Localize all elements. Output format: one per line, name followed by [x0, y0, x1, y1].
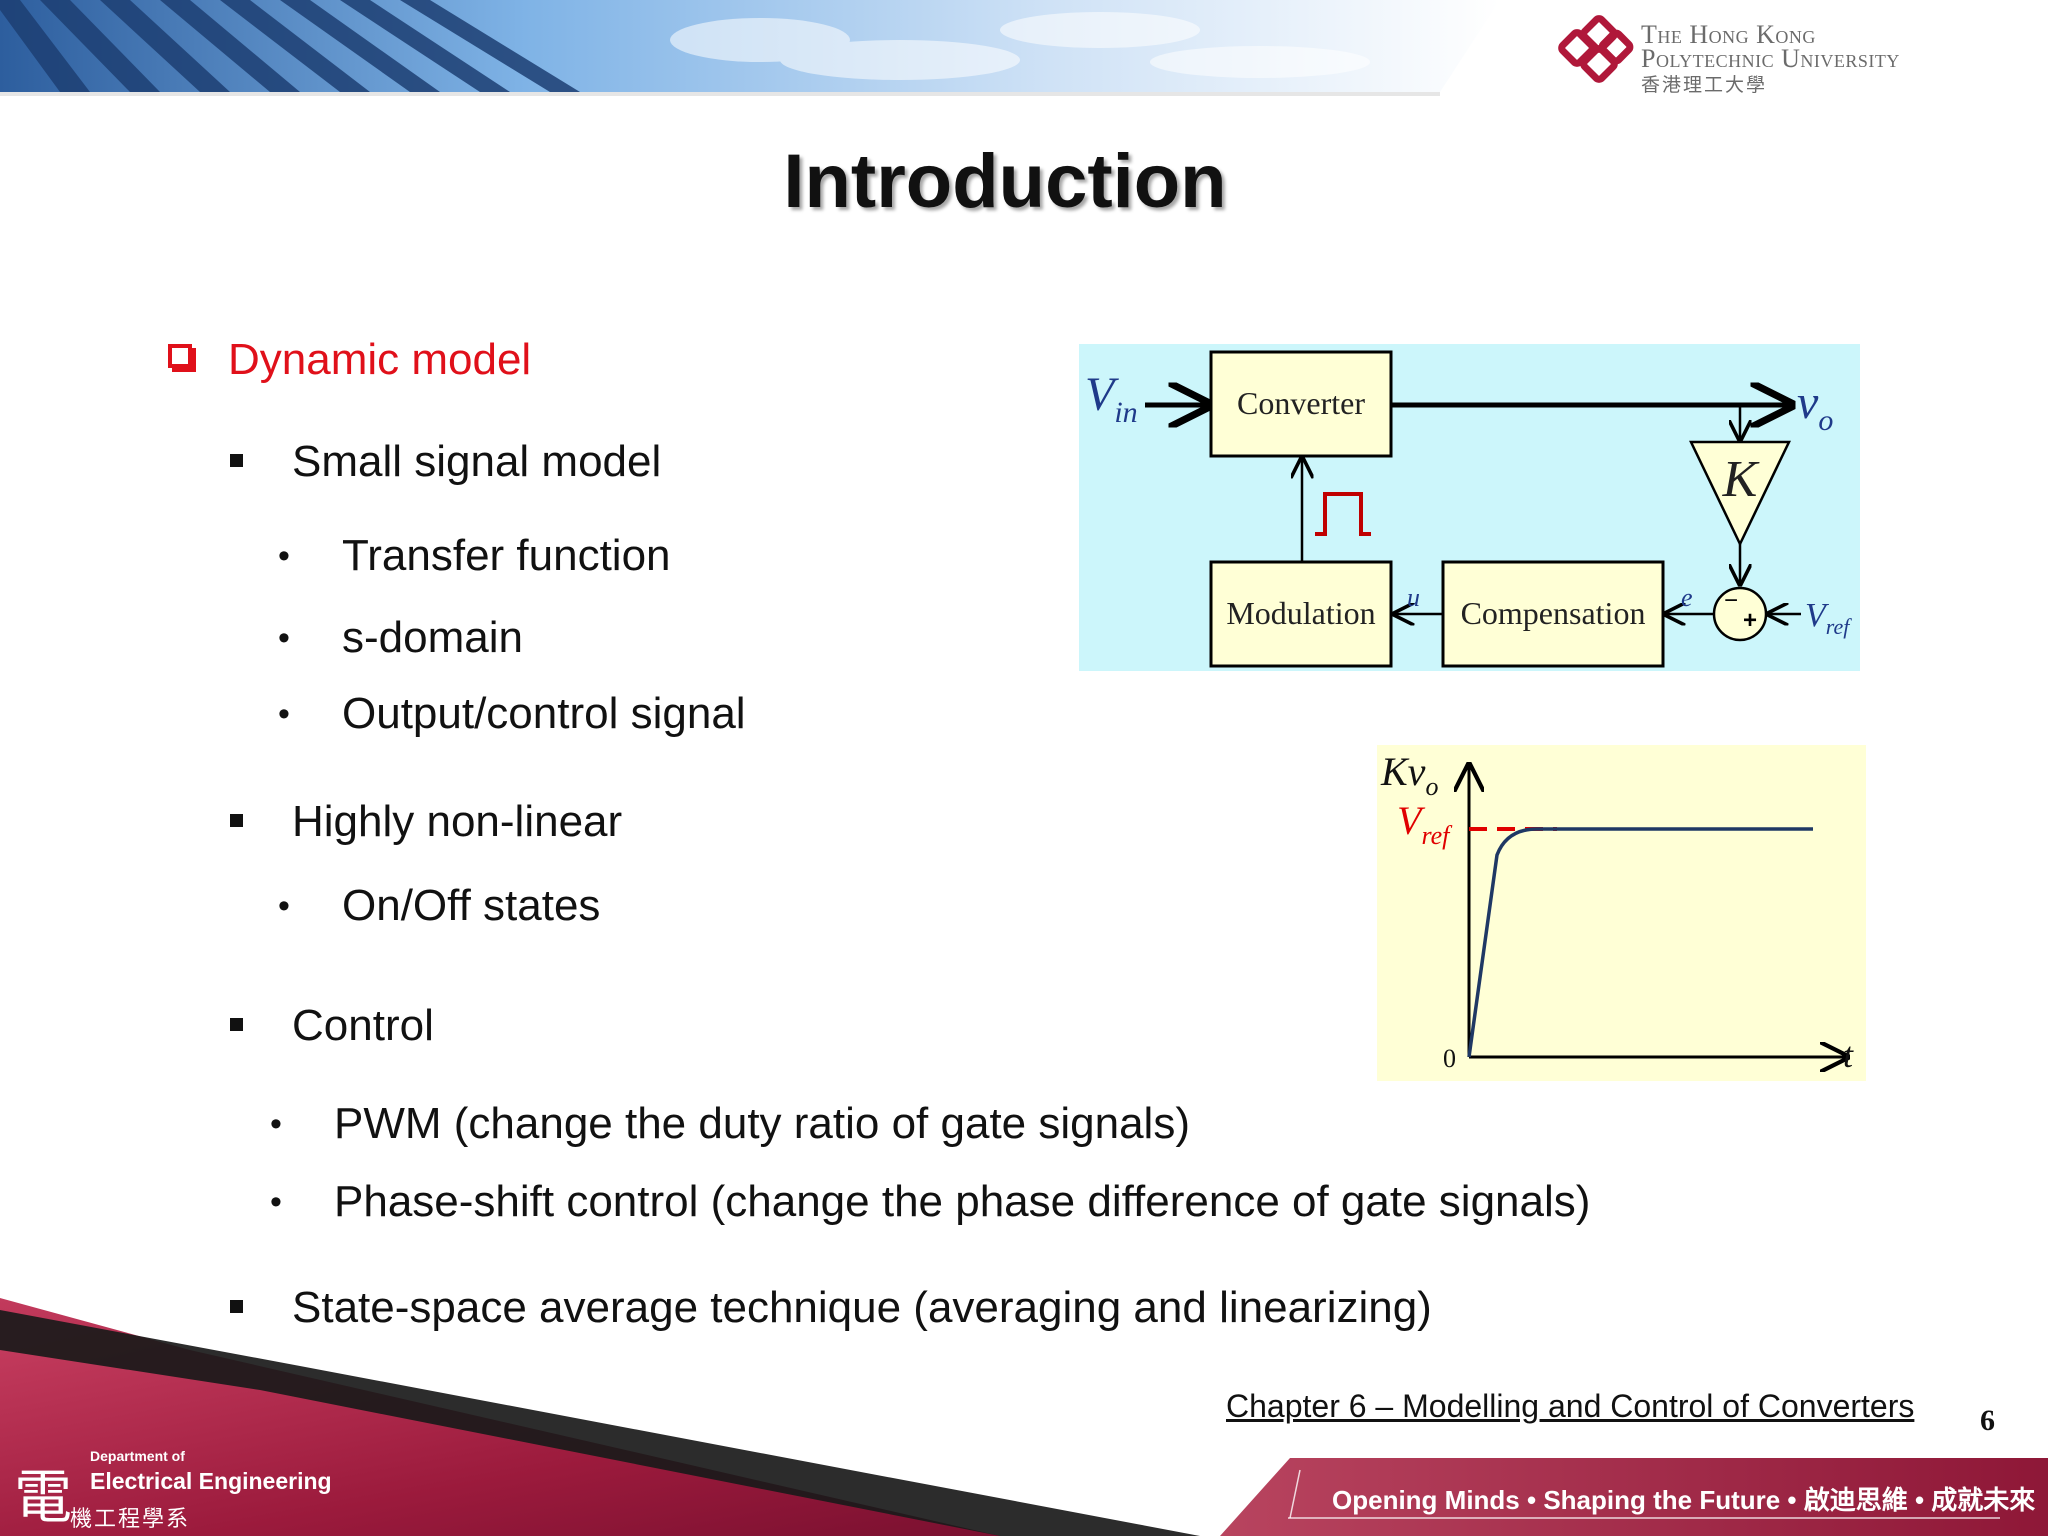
control-signal-label: u [1407, 583, 1420, 612]
checkbox-bullet-icon [168, 344, 192, 368]
department-name: Electrical Engineering [90, 1468, 332, 1494]
origin-label: 0 [1443, 1044, 1456, 1073]
dot-bullet-icon: • [278, 619, 290, 657]
page-number: 6 [1980, 1404, 1995, 1437]
list-item-text: Control [292, 1001, 434, 1050]
list-item-text: Output/control signal [342, 689, 746, 738]
section-heading-text: Dynamic model [228, 335, 532, 384]
control-block-diagram: Vin Converter vo K − + Vref e Compensati… [1079, 344, 1860, 671]
compensation-label: Compensation [1461, 595, 1646, 631]
list-item-text: State-space average technique (averaging… [292, 1283, 1432, 1332]
step-response-chart: Kvo Vref 0 t [1377, 745, 1866, 1081]
y-axis-label: Kvo [1380, 749, 1438, 801]
dot-bullet-icon: • [270, 1183, 282, 1221]
list-item-text: PWM (change the duty ratio of gate signa… [334, 1099, 1190, 1148]
x-axis-label: t [1843, 1035, 1854, 1075]
compensation-block [1441, 560, 1665, 668]
list-item-text: On/Off states [342, 881, 601, 930]
list-item-text: Phase-shift control (change the phase di… [334, 1177, 1591, 1226]
output-label: vo [1797, 376, 1833, 437]
department-prefix: Department of [90, 1448, 185, 1464]
dot-bullet-icon: • [278, 887, 290, 925]
gain-block [1689, 440, 1791, 547]
square-bullet-icon [230, 1300, 243, 1313]
department-chinese: 機工程學系 [70, 1506, 191, 1531]
dot-bullet-icon: • [278, 695, 290, 733]
chart-background [1377, 745, 1866, 1081]
square-bullet-icon [230, 1018, 243, 1031]
list-item-text: Transfer function [342, 531, 671, 580]
footer-decoration [0, 1298, 2048, 1536]
pulse-icon [1315, 492, 1371, 536]
department-logo-glyph: 電 [14, 1463, 73, 1531]
header-banner-image [0, 0, 1500, 96]
list-item-text: Small signal model [292, 437, 662, 486]
converter-label: Converter [1237, 385, 1365, 421]
summing-junction [1712, 586, 1768, 642]
modulation-label: Modulation [1226, 595, 1375, 631]
error-label: e [1681, 583, 1693, 612]
university-logo: The Hong Kong Polytechnic University 香港理… [1555, 14, 2025, 96]
slide-title: Introduction [783, 139, 1227, 224]
sum-plus-sign: + [1743, 607, 1757, 634]
list-item-text: s-domain [342, 613, 523, 662]
chapter-link[interactable]: Chapter 6 – Modelling and Control of Con… [1226, 1388, 1915, 1424]
square-bullet-icon [230, 814, 243, 827]
ref-level-label: Vref [1397, 798, 1453, 850]
university-tagline: Opening Minds • Shaping the Future • 啟迪思… [1332, 1485, 2036, 1515]
university-name-chinese: 香港理工大學 [1641, 75, 1768, 96]
sum-minus-sign: − [1724, 587, 1738, 614]
converter-block [1209, 350, 1393, 458]
polyu-emblem-icon [1558, 15, 1634, 83]
gain-label: K [1722, 451, 1760, 508]
list-item-text: Highly non-linear [292, 797, 623, 846]
response-curve [1467, 827, 1813, 1058]
university-name-line1: The Hong Kong [1641, 20, 1816, 49]
dot-bullet-icon: • [278, 537, 290, 575]
square-bullet-icon [230, 454, 243, 467]
dot-bullet-icon: • [270, 1105, 282, 1143]
input-label: Vin [1085, 368, 1138, 429]
university-name-line2: Polytechnic University [1641, 44, 1900, 73]
